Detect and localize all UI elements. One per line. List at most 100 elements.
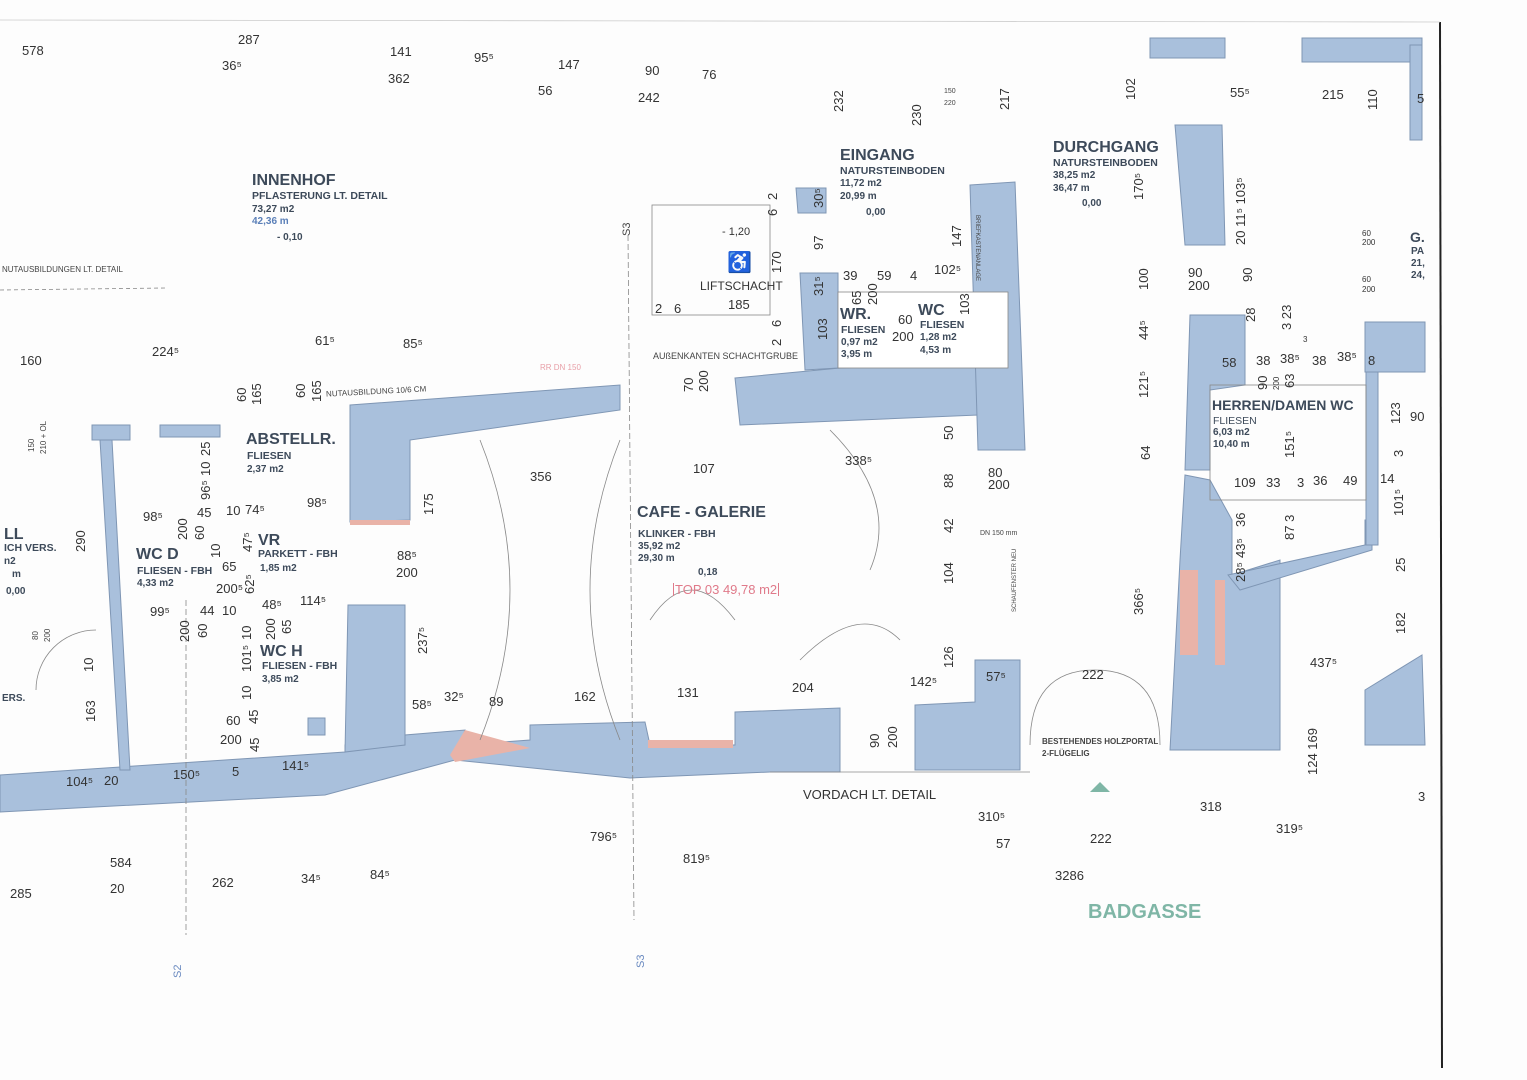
dimension-label: 318	[1200, 799, 1222, 814]
dimension-label: 96⁵	[198, 480, 213, 500]
unit-area-label: TOP 03 49,78 m2	[673, 582, 780, 597]
section-label-s2: S2	[172, 964, 184, 978]
dimension-label: 88	[941, 473, 956, 488]
room-right-partial-name: G.	[1410, 229, 1425, 245]
dimension-label: 36	[1233, 512, 1248, 527]
room-wc-h-area: 3,85 m2	[262, 674, 299, 685]
wall-top-right-2	[1301, 37, 1423, 63]
dimension-label: 38	[1256, 353, 1271, 368]
room-cafe-perimeter: 29,30 m	[638, 553, 675, 564]
dimension-label: 99⁵	[150, 604, 170, 619]
room-herren-damen-wc-floor: FLIESEN	[1213, 415, 1257, 427]
room-eingang-level: 0,00	[866, 207, 886, 218]
small-150: 150	[944, 88, 956, 95]
dimension-label: 3286	[1055, 868, 1084, 883]
dimension-label: 33	[1266, 475, 1281, 490]
dimension-label: 102⁵	[934, 262, 962, 277]
dimension-label: 124 169	[1305, 728, 1320, 775]
dimension-label: 62⁵	[242, 574, 257, 594]
dimension-label: 147	[558, 57, 580, 72]
section-line-s3	[627, 234, 635, 921]
dimension-label: 185	[728, 297, 750, 312]
room-left-partial-name: LL	[4, 526, 24, 543]
dimension-label: 200	[1362, 238, 1376, 247]
dimension-label: 182	[1393, 612, 1408, 634]
dimension-label: 38⁵	[1280, 351, 1300, 366]
section-label-s3-top: S3	[621, 222, 633, 236]
dimension-label: 8	[1368, 353, 1376, 368]
dimension-label: 100	[1136, 268, 1151, 290]
dimension-label: 34⁵	[301, 871, 321, 886]
liftschacht-name: LIFTSCHACHT	[700, 279, 783, 293]
dimension-label: 76	[702, 67, 717, 82]
dimension-label: 98⁵	[307, 495, 327, 510]
liftschacht-level: - 1,20	[722, 226, 751, 238]
door-80-height: 200	[43, 628, 52, 642]
dimension-label: 232	[831, 90, 846, 112]
room-durchgang-perimeter: 36,47 m	[1053, 183, 1090, 194]
dimension-label: 103	[815, 318, 830, 340]
dimension-label: 2	[655, 301, 663, 316]
dimension-label: 20 11⁵ 103⁵	[1233, 177, 1248, 245]
dimension-label: 57	[996, 836, 1011, 851]
dimension-label: 101⁵	[1391, 488, 1406, 516]
room-vr-floor: PARKETT - FBH	[258, 548, 338, 560]
dimension-label: 60	[226, 713, 241, 728]
dimension-label: 224⁵	[152, 344, 180, 359]
dimension-label: 85⁵	[403, 336, 423, 351]
dimension-label: 60	[1362, 229, 1371, 238]
dimension-label: 200	[892, 329, 914, 344]
wheelchair-icon: ♿	[727, 252, 752, 274]
dimension-label: 114⁵	[300, 593, 327, 608]
dimension-label: 97	[811, 235, 826, 250]
room-durchgang-area: 38,25 m2	[1053, 170, 1096, 181]
dimension-label: 3	[1303, 335, 1308, 344]
dimension-label: 310⁵	[978, 809, 1006, 824]
rr-dn-label: RR DN 150	[540, 363, 581, 372]
door-left-width: 150	[27, 438, 36, 452]
room-left-partial-level: 0,00	[6, 586, 26, 597]
room-left-partial-floor: ICH VERS.	[4, 542, 57, 554]
dimension-label: 80	[988, 465, 1003, 480]
sill-1	[450, 730, 530, 762]
dimension-label: 175	[421, 493, 436, 515]
wall-pillar-small	[307, 717, 326, 736]
sill-2	[648, 740, 733, 748]
dimension-label: 50	[941, 425, 956, 440]
dimension-label: 38	[1312, 353, 1327, 368]
dimension-label: 200	[865, 283, 880, 305]
dimension-label: 147	[949, 225, 964, 247]
dimension-label: 578	[22, 43, 44, 58]
dimension-label: 290	[73, 530, 88, 552]
dimension-label: 584	[110, 855, 132, 870]
dimension-label: 10	[198, 461, 213, 476]
dimension-label: 39	[843, 268, 858, 283]
dimension-label: 285	[10, 886, 32, 901]
wall-left-top-2	[159, 424, 221, 438]
annotation-holzportal-2: 2-FLÜGELIG	[1042, 749, 1090, 758]
dimension-label: 262	[212, 875, 234, 890]
room-vr-name: VR	[258, 532, 281, 549]
dimension-label: 28	[1243, 307, 1258, 322]
sill-3	[1180, 570, 1198, 655]
dimension-label: 10	[81, 657, 96, 672]
section-label-s3-bottom: S3	[635, 954, 647, 968]
room-wc-name: WC	[918, 302, 945, 319]
dimension-label: 57⁵	[986, 669, 1006, 684]
room-innenhof-floor: PFLASTERUNG LT. DETAIL	[252, 190, 388, 202]
sill-4	[1215, 580, 1225, 665]
dimension-label: 101⁵	[239, 644, 254, 672]
dimension-label: 150⁵	[173, 767, 201, 782]
dimension-label: 160	[20, 353, 42, 368]
dimension-label: 58⁵	[412, 697, 432, 712]
room-wr-floor: FLIESEN	[841, 324, 886, 336]
dimension-label: 90	[1188, 265, 1203, 280]
wall-pillar	[795, 187, 827, 214]
dimension-label: 366⁵	[1131, 587, 1146, 615]
room-herren-damen-wc-name: HERREN/DAMEN WC	[1212, 397, 1354, 413]
plan-edge-right	[1439, 21, 1443, 1069]
dimension-label: 222	[1082, 667, 1104, 682]
annotation-dn150: DN 150 mm	[980, 530, 1018, 537]
